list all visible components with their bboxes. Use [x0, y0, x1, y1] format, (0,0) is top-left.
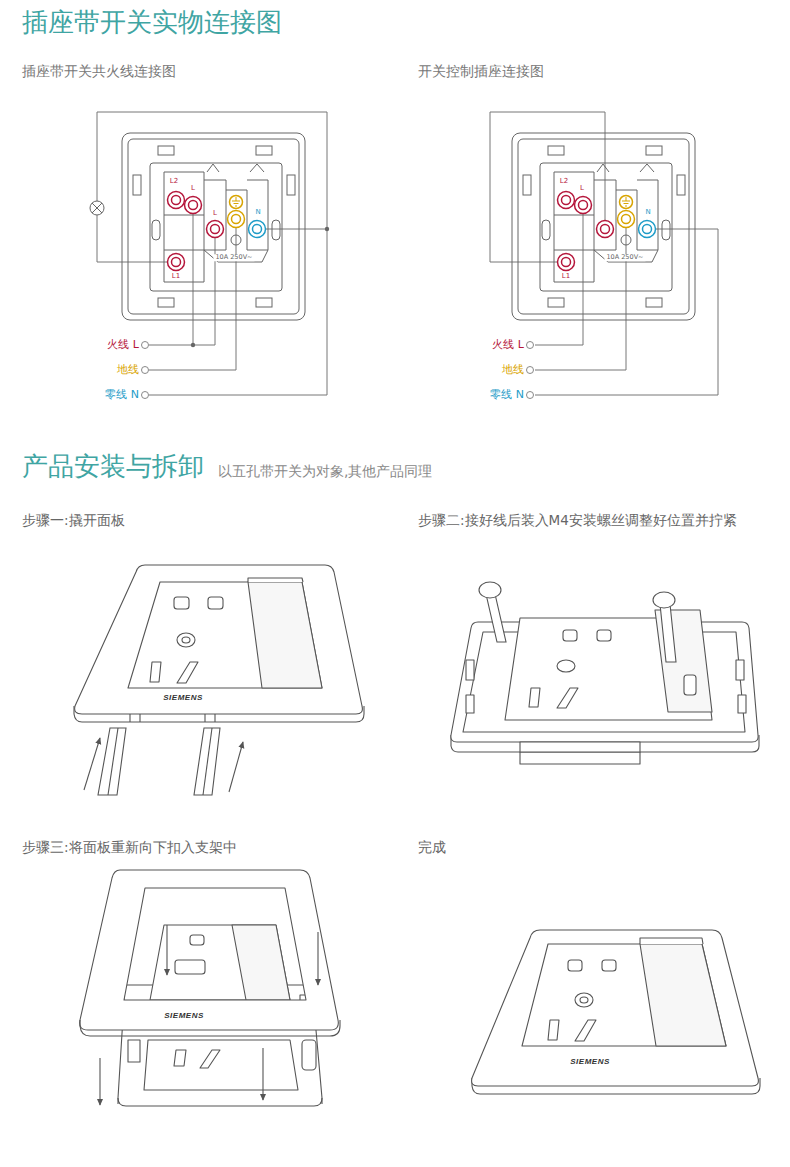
step-label: 步骤三:将面板重新向下扣入支架中: [22, 840, 237, 856]
terminal-label: L1: [172, 272, 180, 280]
terminal-label: L1: [562, 272, 570, 280]
step3-assembly: [80, 870, 340, 1106]
wire-label: 地线: [117, 364, 139, 377]
step3-arrows: [100, 925, 318, 1105]
terminal-label: N: [255, 208, 260, 216]
wire-label: 火线 L: [492, 339, 524, 352]
rating-label: 10A 250V~: [213, 254, 254, 261]
wiring-right: [490, 112, 718, 399]
section-note: 以五孔带开关为对象,其他产品同理: [218, 463, 432, 479]
brand-logo: SIEMENS: [570, 1057, 610, 1066]
screwdrivers: [84, 728, 243, 795]
brand-logo: SIEMENS: [163, 693, 203, 702]
wire-label: 火线 L: [107, 339, 139, 352]
step-label: 完成: [418, 840, 446, 856]
wire-label: 零线 N: [105, 389, 139, 402]
step1-panel: [74, 565, 364, 722]
lamp-symbol: [90, 201, 104, 215]
section-title: 产品安装与拆卸: [22, 452, 204, 482]
terminal-label: L2: [170, 177, 178, 185]
brand-logo: SIEMENS: [164, 1011, 204, 1020]
finished-panel: [472, 930, 760, 1094]
terminal-label: L: [580, 184, 584, 192]
terminal-label: L: [191, 184, 195, 192]
terminal-label: N: [645, 208, 650, 216]
step-label: 步骤二:接好线后装入M4安装螺丝调整好位置并拧紧: [418, 513, 737, 529]
section-subtitle: 插座带开关共火线连接图: [22, 64, 176, 80]
rating-label: 10A 250V~: [604, 254, 645, 261]
socket-back: [122, 133, 305, 320]
step-label: 步骤一:撬开面板: [22, 513, 125, 529]
m4-screws: [479, 582, 676, 662]
page-title: 插座带开关实物连接图: [22, 8, 282, 38]
wire-label: 零线 N: [490, 389, 524, 402]
terminal-label: L: [213, 209, 217, 217]
wiring-left: [90, 112, 329, 399]
section-subtitle: 开关控制插座连接图: [418, 64, 544, 80]
socket-back: [512, 133, 695, 320]
terminal-label: L2: [560, 177, 568, 185]
wire-label: 地线: [502, 364, 524, 377]
